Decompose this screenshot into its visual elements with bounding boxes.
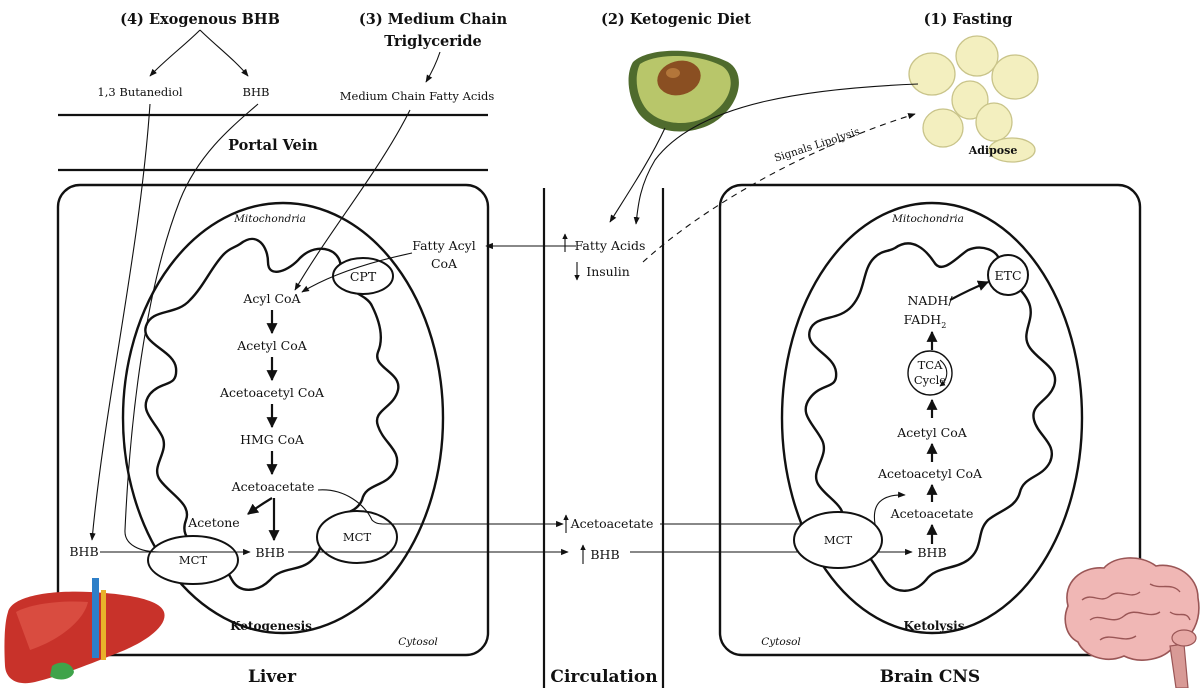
brain-bhb-label: BHB — [917, 545, 946, 560]
liver-mct-right-label: MCT — [343, 530, 372, 544]
liver-acetoacetate-label: Acetoacetate — [231, 479, 315, 494]
portal-vein-label: Portal Vein — [228, 137, 318, 154]
acetone-label: Acetone — [187, 515, 239, 530]
ketolysis-label: Ketolysis — [904, 619, 965, 633]
ketogenic-diet-title: (2) Ketogenic Diet — [601, 11, 751, 28]
liver-icon — [4, 578, 164, 683]
avocado-icon — [629, 51, 739, 132]
circulation-acetoacetate: Acetoacetate — [570, 516, 654, 531]
liver-acetoacetyl-coa-label: Acetoacetyl CoA — [219, 385, 325, 400]
fadh-label: FADH2 — [904, 312, 947, 330]
nadh-label: NADH/ — [907, 293, 953, 308]
liver-mitochondria-label: Mitochondria — [233, 213, 306, 225]
fadh-subscript: 2 — [941, 321, 946, 330]
fadh-text: FADH — [904, 312, 942, 327]
mct-title-line1: (3) Medium Chain — [359, 11, 508, 28]
tca-label-2: Cycle — [914, 373, 946, 387]
signals-lipolysis-label: Signals Lipolysis — [773, 126, 862, 165]
liver-acetyl-coa-label: Acetyl CoA — [236, 338, 308, 353]
circulation-title: Circulation — [550, 667, 657, 687]
brain-acetoacetate-label: Acetoacetate — [890, 506, 974, 521]
exogenous-bhb-label: BHB — [243, 85, 270, 99]
liver-title: Liver — [248, 667, 297, 687]
liver-bhb-label: BHB — [255, 545, 284, 560]
etc-label: ETC — [994, 268, 1021, 283]
mcfa-label: Medium Chain Fatty Acids — [340, 89, 495, 103]
brain-mct-label: MCT — [824, 533, 853, 547]
cpt-label: CPT — [350, 269, 377, 284]
fatty-acyl-coa-label-2: CoA — [431, 256, 458, 271]
hmg-coa-label: HMG CoA — [240, 432, 305, 447]
exogenous-bhb-title: (4) Exogenous BHB — [120, 11, 280, 28]
circulation-fatty-acids: Fatty Acids — [575, 238, 646, 253]
fasting-title: (1) Fasting — [924, 11, 1013, 28]
brain-acetoacetyl-coa-label: Acetoacetyl CoA — [877, 466, 983, 481]
butanediol-label: 1,3 Butanediol — [97, 85, 182, 99]
brain-cytosol-label: Cytosol — [761, 636, 801, 648]
fatty-acyl-coa-label-1: Fatty Acyl — [412, 238, 475, 253]
brain-acetyl-coa-label: Acetyl CoA — [896, 425, 968, 440]
brain-icon — [1065, 558, 1199, 688]
brain-title: Brain CNS — [880, 667, 980, 687]
brain-mitochondria-label: Mitochondria — [891, 213, 964, 225]
mct-title-line2: Triglyceride — [384, 33, 482, 50]
ketogenesis-label: Ketogenesis — [230, 619, 312, 633]
tca-label-1: TCA — [918, 358, 943, 372]
liver-mct-left-label: MCT — [179, 553, 208, 567]
acyl-coa-label: Acyl CoA — [242, 291, 301, 306]
liver-cytosol-label: Cytosol — [398, 636, 438, 648]
circulation-bhb: BHB — [590, 547, 619, 562]
bhb-input-label: BHB — [69, 544, 98, 559]
adipose-label: Adipose — [968, 144, 1018, 157]
circulation-insulin: Insulin — [586, 264, 630, 279]
